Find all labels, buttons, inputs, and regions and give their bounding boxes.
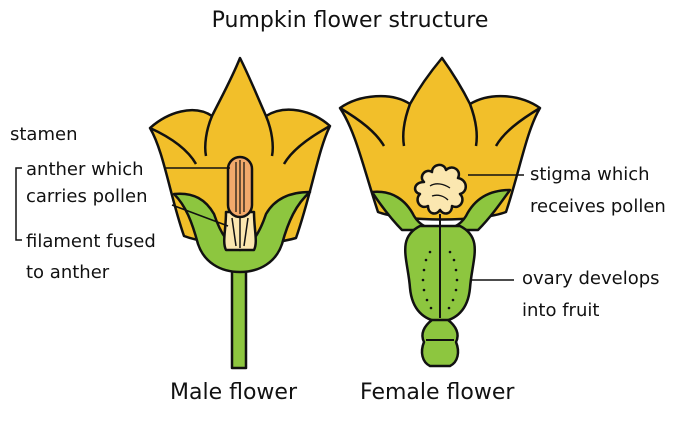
male-receptacle [172,190,312,274]
label-stigma-line1: stigma which [530,164,650,185]
diagram-title: Pumpkin flower structure [211,8,489,33]
female-stem [420,318,460,368]
label-anther-line1: anther which [26,159,144,180]
female-stigma [413,163,467,215]
label-anther-line2: carries pollen [26,186,148,207]
leader-lines [15,167,524,281]
caption-male-flower: Male flower [170,380,297,405]
label-ovary-line2: into fruit [522,300,600,321]
male-flower [148,56,332,370]
label-stamen: stamen [10,124,78,145]
caption-female-flower: Female flower [360,380,515,405]
stamen-bracket [15,167,22,241]
label-filament-line2: to anther [26,262,110,283]
female-ovules [421,250,459,310]
male-stem [230,260,248,370]
label-filament-line1: filament fused [26,231,156,252]
female-flower [338,56,542,368]
label-stigma-line2: receives pollen [530,196,666,217]
label-ovary-line1: ovary develops [522,268,660,289]
